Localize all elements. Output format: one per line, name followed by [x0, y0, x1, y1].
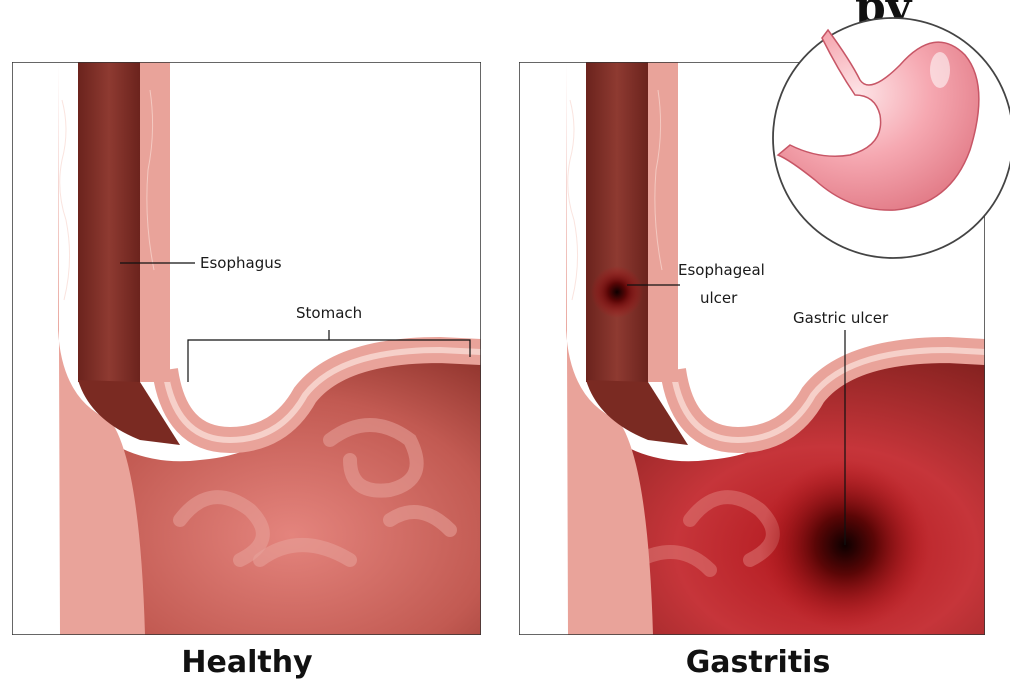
esophageal-ulcer-label-line1: Esophageal: [678, 261, 765, 279]
panel-healthy: [12, 62, 481, 635]
esophageal-ulcer-spot: [591, 266, 643, 318]
esophageal-ulcer-label-line2: ulcer: [700, 289, 738, 307]
panel-title-healthy: Healthy: [181, 645, 313, 680]
gastric-ulcer-label: Gastric ulcer: [793, 309, 889, 327]
stomach-inset: [773, 18, 1010, 258]
esophagus-label: Esophagus: [200, 254, 282, 272]
stomach-label: Stomach: [296, 304, 362, 322]
panel-title-gastritis: Gastritis: [686, 645, 831, 680]
